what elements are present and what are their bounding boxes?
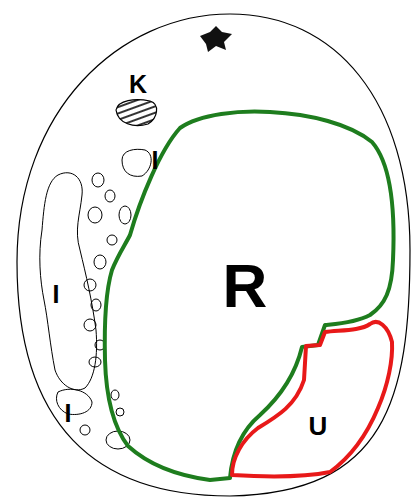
bone-label: U (309, 413, 328, 439)
muscle-label: I (152, 148, 159, 173)
bone-outline (226, 318, 400, 480)
bone-label: R (223, 255, 268, 317)
muscle-label: I (53, 282, 60, 307)
ulna-bone: U (226, 318, 400, 480)
nerve-label: K (129, 72, 147, 97)
radius-bone: R (100, 108, 398, 484)
muscle-label: I (65, 401, 72, 426)
